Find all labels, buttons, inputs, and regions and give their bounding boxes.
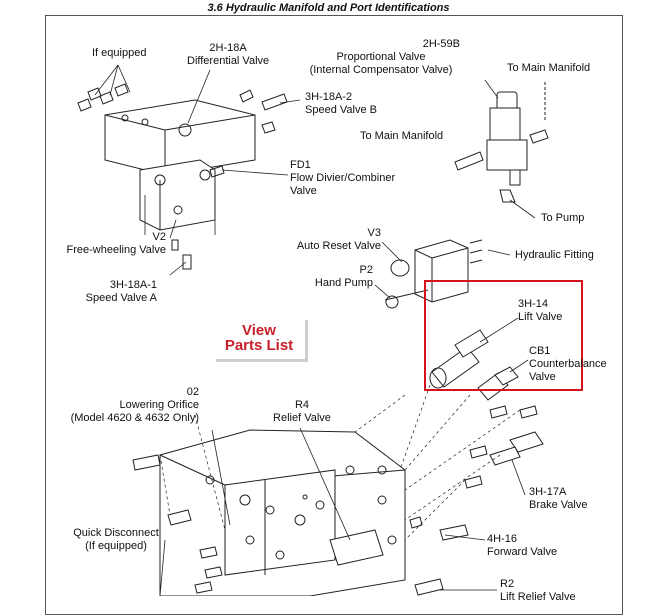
part-name: Counterbalance xyxy=(529,358,607,370)
part-name: Differential Valve xyxy=(187,55,270,67)
label-auto-reset-valve: V3 Auto Reset Valve xyxy=(288,227,381,253)
part-code: FD1 xyxy=(290,159,311,171)
part-code: 3H-18A-2 xyxy=(305,91,353,103)
lower-leaders xyxy=(159,427,526,596)
highlight-box xyxy=(424,280,583,391)
part-name: Forward Valve xyxy=(487,546,558,558)
lift-valve-part xyxy=(429,317,519,389)
label-relief-valve: R4 Relief Valve xyxy=(270,399,334,425)
label-forward-valve: 4H-16 Forward Valve xyxy=(487,533,557,559)
label-free-wheeling-valve: V2 Free-wheeling Valve xyxy=(57,231,166,257)
part-code: CB1 xyxy=(529,345,551,357)
label-counterbalance-valve: CB1 Counterbalance Valve xyxy=(529,345,607,384)
part-name: Speed Valve A xyxy=(85,292,157,304)
part-code: R4 xyxy=(294,399,310,411)
label-to-main-manifold-left: To Main Manifold xyxy=(360,130,444,142)
upper-manifold-block xyxy=(104,99,256,231)
label-hydraulic-fitting: Hydraulic Fitting xyxy=(515,249,594,261)
part-name: Flow Divier/Combiner xyxy=(290,172,396,184)
part-name-2: Valve xyxy=(290,185,317,197)
part-name: Auto Reset Valve xyxy=(296,240,381,252)
label-differential-valve: 2H-18A Differential Valve xyxy=(187,42,269,68)
part-note: (Internal Compensator Valve) xyxy=(309,64,453,76)
label-if-equipped: If equipped xyxy=(92,47,146,60)
part-note: (If equipped) xyxy=(85,540,147,552)
lower-manifold-block xyxy=(159,429,406,596)
part-code: V3 xyxy=(367,227,381,239)
part-code: 3H-17A xyxy=(529,486,567,498)
page-title: 3.6 Hydraulic Manifold and Port Identifi… xyxy=(207,2,450,14)
label-proportional-valve: 2H-59B Proportional Valve (Internal Comp… xyxy=(302,38,460,77)
manifold-diagram xyxy=(77,64,549,596)
part-note: (Model 4620 & 4632 Only) xyxy=(70,412,199,424)
label-hand-pump: P2 Hand Pump xyxy=(308,264,373,290)
part-name: Lowering Orifice xyxy=(119,399,199,411)
proportional-valve xyxy=(454,82,549,203)
part-code: 2H-59B xyxy=(422,38,460,50)
part-name: Proportional Valve xyxy=(336,51,426,63)
part-name: Quick Disconnect xyxy=(73,527,159,539)
view-parts-list-link[interactable]: View Parts List xyxy=(213,317,305,359)
lower-fittings xyxy=(132,405,544,596)
part-name: Speed Valve B xyxy=(305,104,377,116)
view-parts-line1[interactable]: View xyxy=(242,322,276,339)
part-code: 02 xyxy=(186,386,199,398)
part-code: P2 xyxy=(359,264,373,276)
view-parts-line2[interactable]: Parts List xyxy=(224,337,294,354)
label-text: If equipped xyxy=(92,47,147,59)
label-quick-disconnect: Quick Disconnect (If equipped) xyxy=(66,527,166,553)
label-lowering-orifice: 02 Lowering Orifice (Model 4620 & 4632 O… xyxy=(64,386,199,425)
part-name: Lift Relief Valve xyxy=(500,591,576,603)
part-code: 2H-18A xyxy=(209,42,247,54)
upper-leaders xyxy=(94,64,301,276)
label-lift-valve: 3H-14 Lift Valve xyxy=(518,298,562,324)
counterbalance-part xyxy=(477,359,529,401)
part-name: Relief Valve xyxy=(273,412,331,424)
part-code: 4H-16 xyxy=(487,533,517,545)
label-lift-relief-valve: R2 Lift Relief Valve xyxy=(500,578,576,604)
part-code: 3H-18A-1 xyxy=(109,279,157,291)
label-to-main-manifold-right: To Main Manifold xyxy=(507,62,591,74)
label-flow-divider: FD1 Flow Divier/Combiner Valve xyxy=(290,159,395,198)
hand-pump-assembly xyxy=(374,239,511,309)
part-name: Free-wheeling Valve xyxy=(66,244,166,256)
label-to-pump: To Pump xyxy=(541,212,585,224)
part-name: Lift Valve xyxy=(518,311,563,323)
part-name: Brake Valve xyxy=(529,499,588,511)
part-code: V2 xyxy=(152,231,166,243)
label-brake-valve: 3H-17A Brake Valve xyxy=(529,486,588,512)
label-speed-valve-a: 3H-18A-1 Speed Valve A xyxy=(78,279,157,305)
dashed-guides xyxy=(159,384,521,541)
part-name: Hand Pump xyxy=(314,277,373,289)
label-speed-valve-b: 3H-18A-2 Speed Valve B xyxy=(305,91,377,117)
part-name-2: Valve xyxy=(529,371,556,383)
part-code: R2 xyxy=(500,578,515,590)
part-code: 3H-14 xyxy=(518,298,548,310)
